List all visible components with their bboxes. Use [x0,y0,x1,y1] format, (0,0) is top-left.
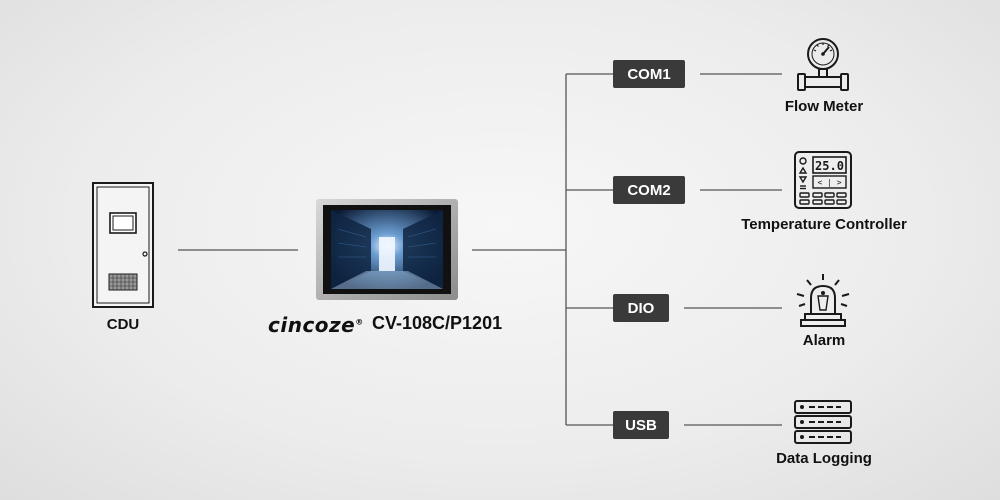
device-label-data-logging: Data Logging [776,450,872,467]
port-usb: USB [613,411,669,439]
port-com1: COM1 [613,60,685,88]
cdu-label: CDU [106,316,140,333]
svg-text:< | >: < | > [817,178,841,187]
model-name: CV-108C/P1201 [372,313,503,333]
device-label-flow-meter: Flow Meter [784,98,864,115]
temperature-readout: 25.0 [815,159,844,173]
cdu-cabinet-icon [92,182,154,308]
alarm-icon [796,274,850,327]
port-com2: COM2 [613,176,685,204]
flow-meter-icon [797,38,849,91]
device-label-alarm: Alarm [802,332,846,349]
temperature-controller-icon: 25.0 < | > [794,151,852,209]
device-label-temperature-controller: Temperature Controller [741,216,907,233]
brand-logo: cincoze® [268,313,364,337]
port-dio: DIO [613,294,669,322]
data-logging-icon [794,400,852,444]
panel-pc-image [316,199,458,300]
